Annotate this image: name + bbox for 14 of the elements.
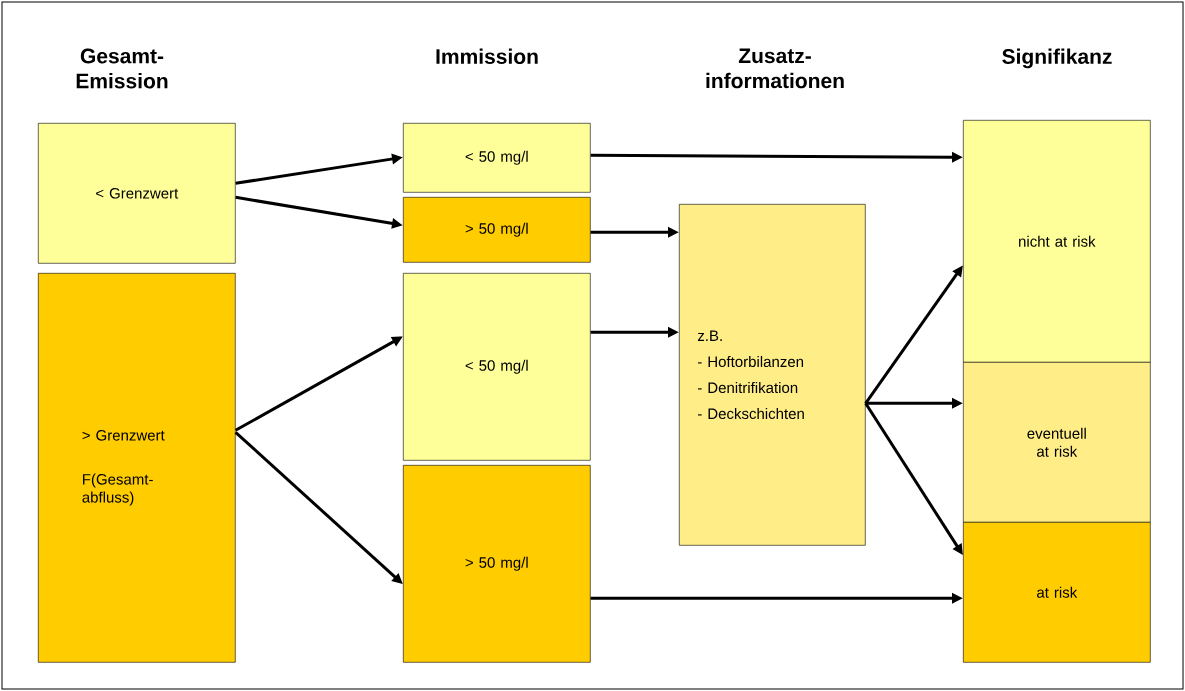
text-box: > 50 mg/l [403, 197, 591, 263]
text-box: < Grenzwert [38, 123, 236, 264]
text-box: nicht at risk [963, 120, 1151, 363]
text-box: eventuell at risk [963, 362, 1151, 523]
column-heading: Immission [436, 48, 538, 64]
text-box: z.B. - Hoftorbilanzen - Denitrifikation - Deckschichten [679, 204, 866, 546]
text-box: at risk [963, 522, 1151, 663]
column-heading: Signifikanz [1002, 48, 1112, 69]
text-box: > 50 mg/l [403, 465, 591, 663]
text-box: < 50 mg/l [403, 273, 591, 461]
column-heading: Gesamt-Emission [76, 48, 168, 89]
column-heading: Zusatz-informationen [706, 48, 844, 89]
text-box: < 50 mg/l [403, 123, 591, 193]
text-box: > Grenzwert F(Gesamt-abfluss) [38, 273, 236, 663]
